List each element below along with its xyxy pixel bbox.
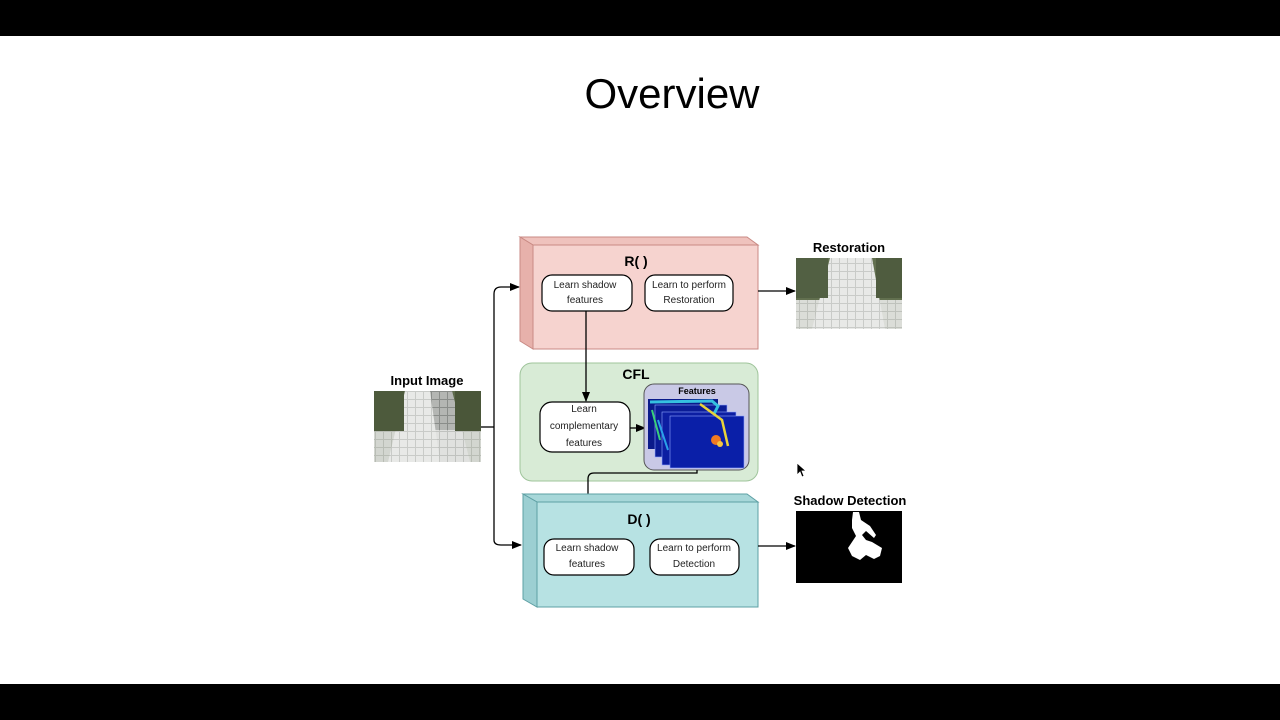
letterbox-top <box>0 0 1280 36</box>
d-box1-line1: Learn shadow <box>556 543 620 554</box>
d-learn-detection-box <box>649 538 740 576</box>
input-image-group: Input Image <box>374 373 481 462</box>
cfl-box-line3: features <box>566 438 602 449</box>
cfl-box-line2: complementary <box>550 421 618 432</box>
r-box2-line2: Restoration <box>663 295 714 306</box>
cfl-learn-complementary-box <box>539 401 631 453</box>
r-block: R( ) Learn shadow features Learn to perf… <box>518 236 760 350</box>
slide-title: Overview <box>584 70 760 117</box>
detection-label: Shadow Detection <box>794 493 907 508</box>
input-image-label: Input Image <box>391 373 464 388</box>
detection-output: Shadow Detection <box>794 493 907 583</box>
r-box1-line1: Learn shadow <box>554 280 618 291</box>
cfl-title: CFL <box>622 366 650 382</box>
d-box1-line2: features <box>569 559 605 570</box>
input-image <box>374 391 481 462</box>
cfl-block: CFL Learn complementary features Feature… <box>519 362 759 482</box>
d-box2-line2: Detection <box>673 559 715 570</box>
mouse-cursor-icon <box>796 462 806 478</box>
r-block-title: R( ) <box>624 253 647 269</box>
d-learn-shadow-features-box <box>543 538 635 576</box>
feature-maps <box>648 399 745 469</box>
r-box1-line2: features <box>567 295 603 306</box>
features-to-d-arrow <box>584 470 698 539</box>
r-box2-line1: Learn to perform <box>652 280 726 291</box>
restoration-image <box>796 258 902 329</box>
restoration-output: Restoration <box>796 240 902 329</box>
cfl-box-line1: Learn <box>571 404 597 415</box>
restoration-label: Restoration <box>813 240 885 255</box>
letterbox-bottom <box>0 684 1280 720</box>
d-box2-line1: Learn to perform <box>657 543 731 554</box>
d-block-title: D( ) <box>627 511 650 527</box>
r-learn-shadow-features-box <box>541 274 633 312</box>
shadow-mask-image <box>796 511 902 583</box>
features-label: Features <box>678 386 716 396</box>
d-block: D( ) Learn shadow features Learn to perf… <box>521 493 760 608</box>
r-learn-restoration-box <box>644 274 734 312</box>
input-connectors <box>481 283 522 549</box>
